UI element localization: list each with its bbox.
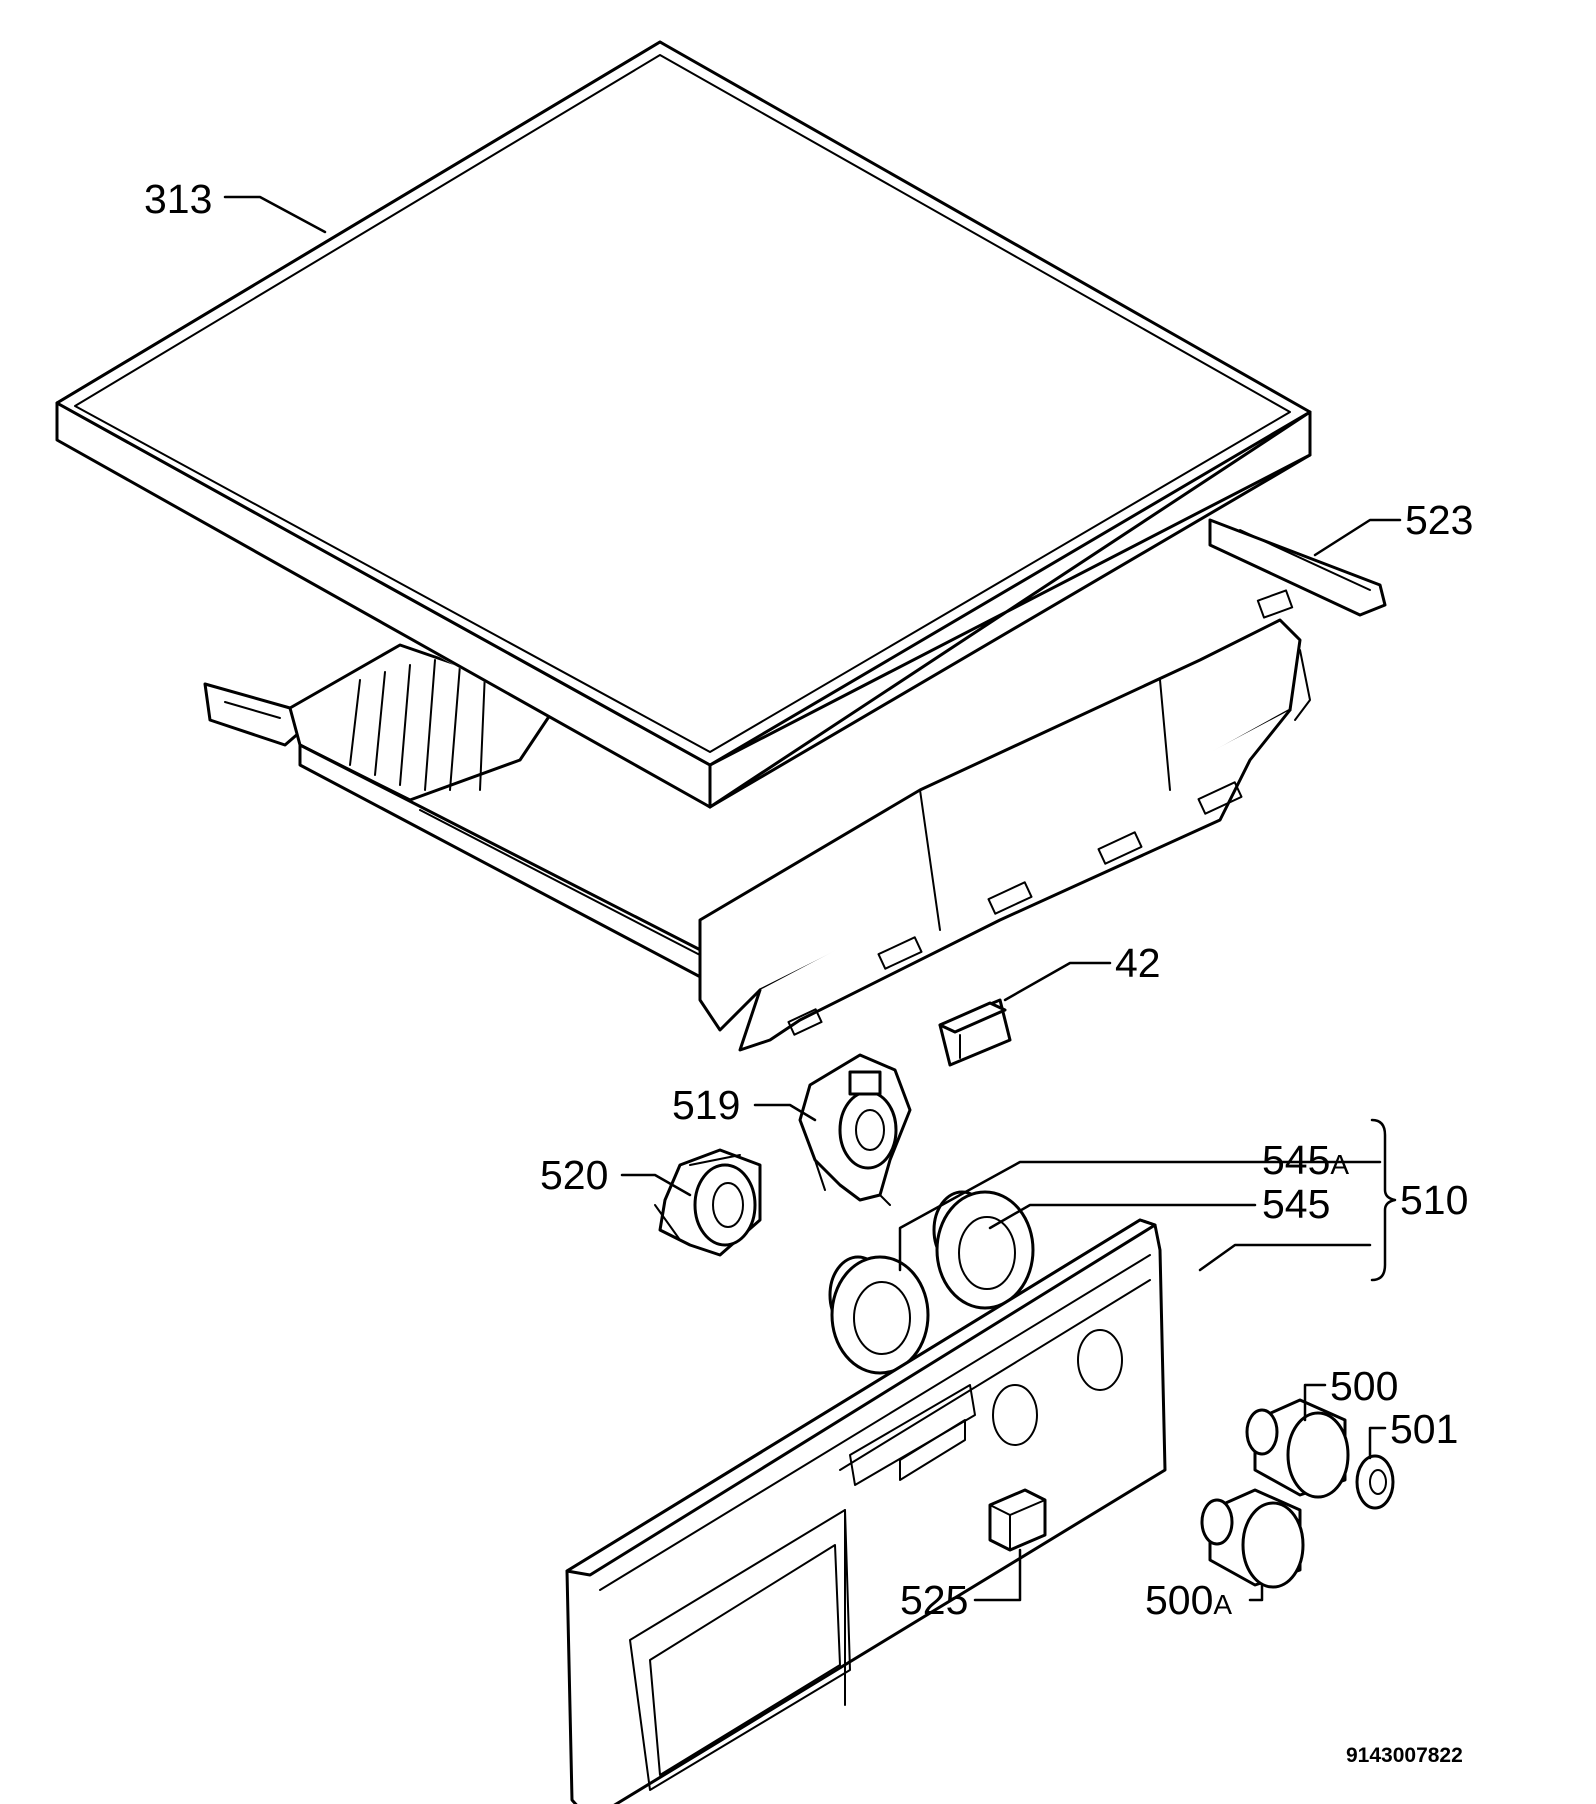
document-number: 9143007822: [1346, 1744, 1463, 1767]
label-520: 520: [540, 1152, 608, 1198]
label-545a: 545A: [1262, 1137, 1349, 1183]
part-519-bracket: [798, 1053, 912, 1206]
part-545a-ring: [828, 1255, 930, 1375]
part-523-control-frame: [203, 518, 1387, 1052]
label-501: 501: [1390, 1406, 1458, 1452]
leader-lines: [223, 195, 1402, 1602]
part-520-bracket: [654, 1148, 762, 1257]
label-510: 510: [1400, 1177, 1468, 1223]
part-313-worktop-lid: [55, 40, 1312, 809]
label-313: 313: [144, 176, 212, 222]
label-519: 519: [672, 1082, 740, 1128]
label-500: 500: [1330, 1363, 1398, 1409]
label-42: 42: [1115, 940, 1161, 986]
label-523: 523: [1405, 497, 1473, 543]
part-525-switch: [988, 1488, 1047, 1552]
label-545: 545: [1262, 1181, 1330, 1227]
part-42-clip: [938, 998, 1012, 1067]
label-525: 525: [900, 1577, 968, 1623]
part-501-cap: [1355, 1454, 1395, 1510]
part-500a-knob: [1200, 1488, 1305, 1589]
part-500-knob: [1245, 1398, 1350, 1499]
part-545-ring: [932, 1190, 1035, 1310]
label-500a: 500A: [1145, 1577, 1232, 1623]
part-510-control-panel: [565, 1218, 1167, 1804]
